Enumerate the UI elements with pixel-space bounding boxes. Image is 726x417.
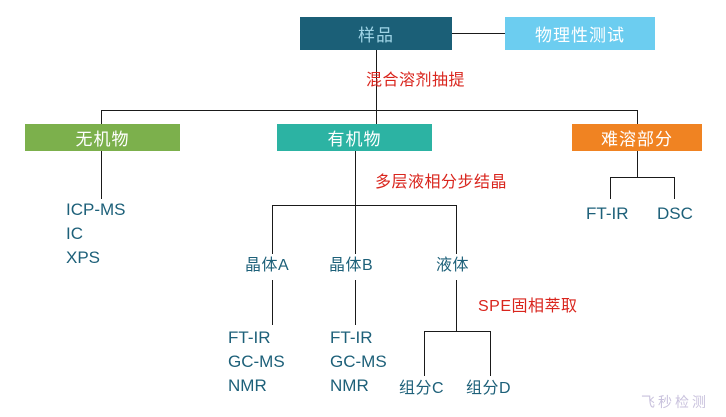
label-crystal-b: 晶体B (329, 257, 374, 274)
methods-crystal-a: FT-IR GC-MS NMR (228, 326, 285, 398)
watermark-label: 飞秒检测 (641, 394, 709, 410)
connector-sample-to-physical (452, 33, 505, 34)
node-sample[interactable]: 样品 (300, 17, 452, 50)
connector-inorganic-down (101, 151, 102, 199)
connector-component-d-drop (490, 331, 491, 376)
node-inorganic[interactable]: 无机物 (25, 124, 180, 151)
connector-tier2-bar (101, 110, 637, 111)
method-insoluble-ftir: FT-IR (586, 204, 629, 223)
method-crystal-b-0: FT-IR (330, 328, 373, 347)
connector-crystal-b-drop (355, 205, 356, 254)
connector-spe-bar (424, 331, 490, 332)
methods-inorganic: ICP-MS IC XPS (66, 198, 126, 270)
connector-tier2-right-drop (637, 110, 638, 131)
method-inorganic-2: XPS (66, 248, 101, 267)
connector-sample-down (376, 50, 377, 131)
connector-crystal-a-drop (272, 205, 273, 254)
label-component-c: 组分C (399, 380, 445, 397)
method-insoluble-dsc: DSC (657, 204, 693, 223)
method-crystal-b-1: GC-MS (330, 352, 387, 371)
connector-insoluble-ftir-drop (610, 177, 611, 199)
node-physical-test[interactable]: 物理性测试 (505, 17, 655, 50)
connector-insoluble-down (637, 151, 638, 177)
connector-organic-down (355, 151, 356, 205)
connector-liquid-drop (456, 205, 457, 254)
label-component-d: 组分D (466, 380, 512, 397)
method-inorganic-0: ICP-MS (66, 200, 126, 219)
annotation-spe: SPE固相萃取 (478, 298, 578, 315)
node-insoluble[interactable]: 难溶部分 (572, 124, 702, 151)
connector-crystal-b-methods (355, 280, 356, 325)
methods-crystal-b: FT-IR GC-MS NMR (330, 326, 387, 398)
annotation-crystallization: 多层液相分步结晶 (375, 174, 508, 191)
connector-component-c-drop (424, 331, 425, 376)
method-crystal-a-0: FT-IR (228, 328, 271, 347)
node-organic[interactable]: 有机物 (277, 124, 432, 151)
method-crystal-a-2: NMR (228, 376, 267, 395)
method-crystal-a-1: GC-MS (228, 352, 285, 371)
annotation-extraction: 混合溶剂抽提 (366, 72, 466, 89)
label-crystal-a: 晶体A (245, 257, 290, 274)
connector-organic-bar (272, 205, 456, 206)
connector-insoluble-dsc-drop (674, 177, 675, 199)
connector-tier2-left-drop (101, 110, 102, 131)
connector-liquid-down (456, 280, 457, 331)
method-inorganic-1: IC (66, 224, 83, 243)
method-crystal-b-2: NMR (330, 376, 369, 395)
connector-crystal-a-methods (272, 280, 273, 325)
connector-insoluble-bar (610, 177, 674, 178)
label-liquid: 液体 (436, 257, 470, 274)
